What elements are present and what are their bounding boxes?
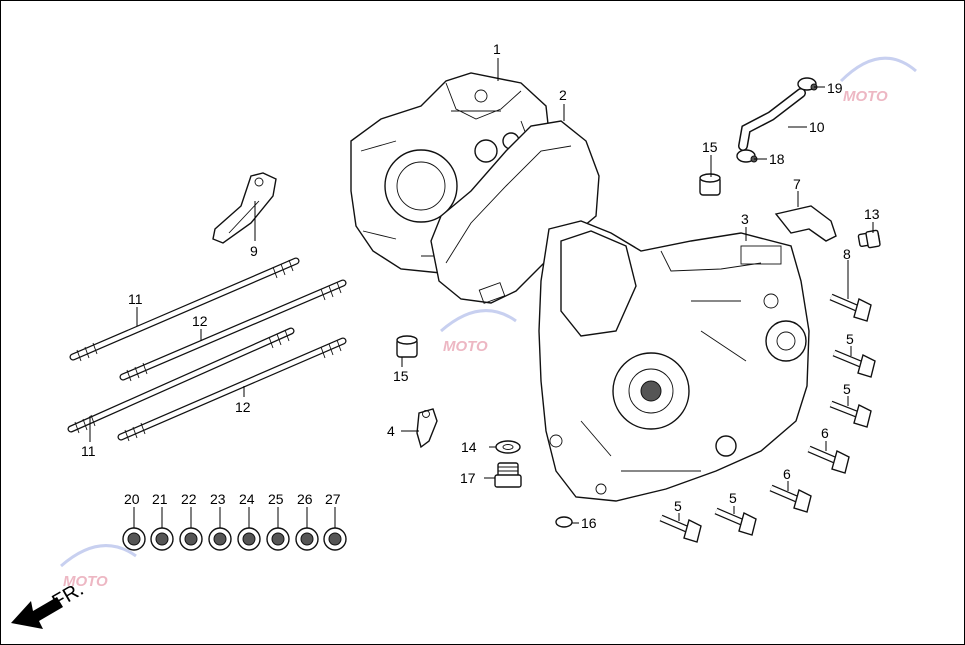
callout-8: 8 <box>843 246 851 262</box>
callout-12b: 12 <box>235 399 251 415</box>
callout-3: 3 <box>741 211 749 227</box>
right-crankcase-half <box>538 220 810 502</box>
callout-9: 9 <box>250 243 258 259</box>
callout-5b: 5 <box>843 381 851 397</box>
stud-bolt-12-upper <box>119 279 347 382</box>
bearing-25 <box>266 527 290 551</box>
callout-5c: 5 <box>729 490 737 506</box>
bracket-part-9 <box>212 172 277 244</box>
stud-bolt-11-upper <box>69 257 300 362</box>
dowel-pin-15-upper <box>699 173 721 196</box>
clip-part-18 <box>736 149 758 163</box>
drain-plug-part-17 <box>494 462 522 488</box>
watermark-center: MOTO <box>440 309 517 355</box>
bearing-20 <box>122 527 146 551</box>
callout-4: 4 <box>387 423 395 439</box>
callout-5a: 5 <box>846 331 854 347</box>
bearing-22 <box>179 527 203 551</box>
watermark-text: MOTO <box>63 573 108 590</box>
o-ring-part-16 <box>555 516 573 528</box>
clip-part-19 <box>797 77 818 91</box>
callout-23: 23 <box>210 491 226 507</box>
bearing-23 <box>208 527 232 551</box>
front-direction-indicator: FR. <box>11 578 87 629</box>
callout-12a: 12 <box>192 313 208 329</box>
flange-bolt-5-third <box>714 507 757 536</box>
callout-15b: 15 <box>393 368 409 384</box>
bearing-27 <box>323 527 347 551</box>
callout-25: 25 <box>268 491 284 507</box>
callout-6b: 6 <box>783 466 791 482</box>
crankcase-gasket <box>430 120 600 304</box>
callout-21: 21 <box>152 491 168 507</box>
bolt-part-13 <box>857 229 881 249</box>
callout-10: 10 <box>809 119 825 135</box>
callout-19: 19 <box>827 80 843 96</box>
stud-bolt-12-lower <box>117 337 347 442</box>
flange-bolt-5-first <box>832 349 876 378</box>
bearing-24 <box>237 527 261 551</box>
stud-bolt-11-lower <box>67 327 295 434</box>
callout-16: 16 <box>581 515 597 531</box>
callout-11a: 11 <box>128 291 143 307</box>
callout-6a: 6 <box>821 425 829 441</box>
callout-24: 24 <box>239 491 255 507</box>
callout-17: 17 <box>460 470 476 486</box>
callout-14: 14 <box>461 439 477 455</box>
watermark-text: MOTO <box>443 338 488 355</box>
flange-bolt-8 <box>829 293 872 322</box>
callout-27: 27 <box>325 491 341 507</box>
flange-bolt-6-first <box>807 445 850 474</box>
callout-15a: 15 <box>702 139 718 155</box>
watermark-top-right: MOTO <box>839 56 917 105</box>
front-arrow-icon <box>11 597 63 629</box>
callout-11b: 11 <box>81 443 96 459</box>
callout-22: 22 <box>181 491 197 507</box>
callout-labels: 1 2 3 4 5 5 5 5 6 6 7 8 9 10 11 11 12 12… <box>81 41 880 531</box>
clamp-part-4 <box>416 408 438 449</box>
callout-26: 26 <box>297 491 313 507</box>
leader-lines <box>89 58 874 528</box>
flange-bolt-5-fourth <box>659 514 702 543</box>
cover-plate-part-7 <box>774 205 837 242</box>
flange-bolt-5-second <box>829 400 872 428</box>
watermark-text: MOTO <box>843 88 888 105</box>
bearing-21 <box>150 527 174 551</box>
callout-1: 1 <box>493 41 501 57</box>
bearing-26 <box>295 527 319 551</box>
callout-7: 7 <box>793 176 801 192</box>
callout-5d: 5 <box>674 498 682 514</box>
watermark-bottom-left: MOTO <box>60 544 137 590</box>
callout-18: 18 <box>769 151 785 167</box>
callout-13: 13 <box>864 206 880 222</box>
dowel-pin-15-lower <box>396 335 418 358</box>
hose-part-10 <box>738 88 806 151</box>
callout-20: 20 <box>124 491 140 507</box>
callout-2: 2 <box>559 87 567 103</box>
washer-part-14 <box>495 440 521 454</box>
flange-bolt-6-second <box>769 484 812 513</box>
